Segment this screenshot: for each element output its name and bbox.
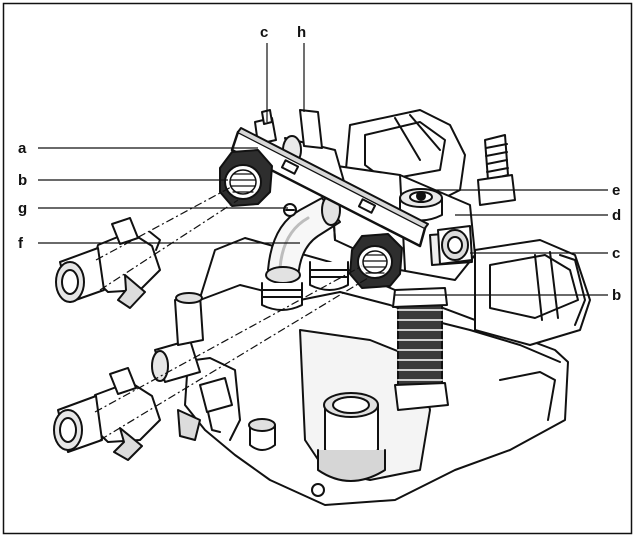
base-nipples — [261, 261, 349, 311]
isolation-valve-upper — [55, 217, 161, 309]
label-h: h — [297, 24, 306, 41]
bottom-fitting — [317, 392, 386, 482]
label-f: f — [18, 235, 24, 252]
label-g: g — [18, 200, 27, 217]
isolation-nut-upper — [219, 149, 273, 207]
pump-housing — [474, 239, 591, 346]
isolation-valve-lower — [53, 367, 161, 461]
label-e: e — [612, 182, 620, 199]
right-outlet — [437, 225, 473, 265]
label-a: a — [18, 140, 27, 157]
base-left-valve — [151, 339, 233, 441]
leader-lines — [38, 43, 608, 296]
label-b-lower: b — [612, 287, 621, 304]
callout-labels: a b g f c h e d c b — [18, 24, 621, 304]
label-c-right: c — [612, 245, 620, 262]
fixing-screw — [283, 203, 297, 217]
small-base-fitting — [248, 418, 276, 451]
base-side-channel — [194, 357, 556, 441]
base-left-stub — [174, 292, 204, 346]
alignment-lines — [94, 185, 369, 441]
base-screw-hole — [311, 483, 325, 497]
dial-fitting — [399, 188, 443, 222]
label-b-upper: b — [18, 172, 27, 189]
label-d: d — [612, 207, 621, 224]
mounting-bracket — [230, 127, 429, 248]
base-top-ledge — [199, 284, 561, 363]
isolation-nut-lower — [349, 233, 403, 289]
ribbed-column — [392, 287, 449, 411]
label-c-top: c — [260, 24, 268, 41]
